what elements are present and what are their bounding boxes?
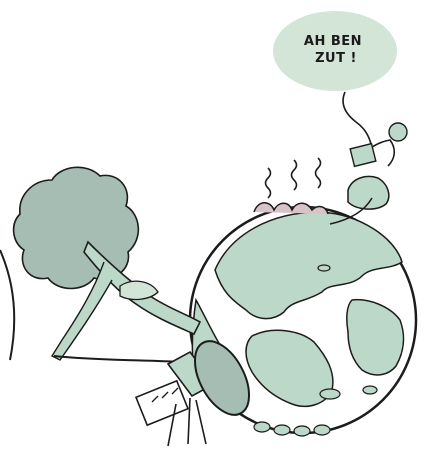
tiny-character-icon bbox=[329, 122, 408, 225]
plug-cable bbox=[53, 355, 183, 363]
continent-east bbox=[346, 298, 405, 376]
speech-bubble-shape bbox=[273, 11, 397, 91]
character-body bbox=[347, 175, 390, 210]
globe-bottom-feet bbox=[253, 421, 331, 437]
speech-bubble: AH BEN ZUT ! bbox=[273, 11, 397, 151]
island-3 bbox=[317, 264, 331, 272]
plug-prongs bbox=[151, 387, 179, 403]
electric-plug-icon bbox=[53, 340, 251, 447]
people-on-globe bbox=[253, 157, 329, 215]
plug-head bbox=[193, 340, 251, 416]
tree-foliage bbox=[12, 166, 140, 290]
character-tail bbox=[329, 197, 373, 225]
plug-base bbox=[134, 379, 190, 427]
speech-line-1: AH BEN bbox=[304, 34, 362, 49]
tree-trunk bbox=[83, 240, 202, 336]
heat-squiggle-3 bbox=[314, 157, 322, 189]
island-1 bbox=[319, 388, 341, 400]
heat-squiggle-1 bbox=[264, 167, 272, 199]
top-figures bbox=[253, 202, 329, 215]
speech-line-2: ZUT ! bbox=[315, 51, 357, 66]
tree-cut-band bbox=[119, 280, 159, 301]
continent-south bbox=[245, 329, 334, 408]
edge-circle-arc bbox=[0, 249, 16, 361]
character-head bbox=[388, 122, 408, 142]
island-2 bbox=[362, 385, 378, 395]
character-box bbox=[349, 142, 377, 168]
speech-pointer-line bbox=[342, 91, 373, 151]
tree-branch bbox=[50, 261, 113, 361]
uprooted-tree-icon bbox=[12, 166, 202, 361]
heat-squiggle-2 bbox=[290, 159, 298, 191]
plug-legs bbox=[167, 397, 207, 447]
